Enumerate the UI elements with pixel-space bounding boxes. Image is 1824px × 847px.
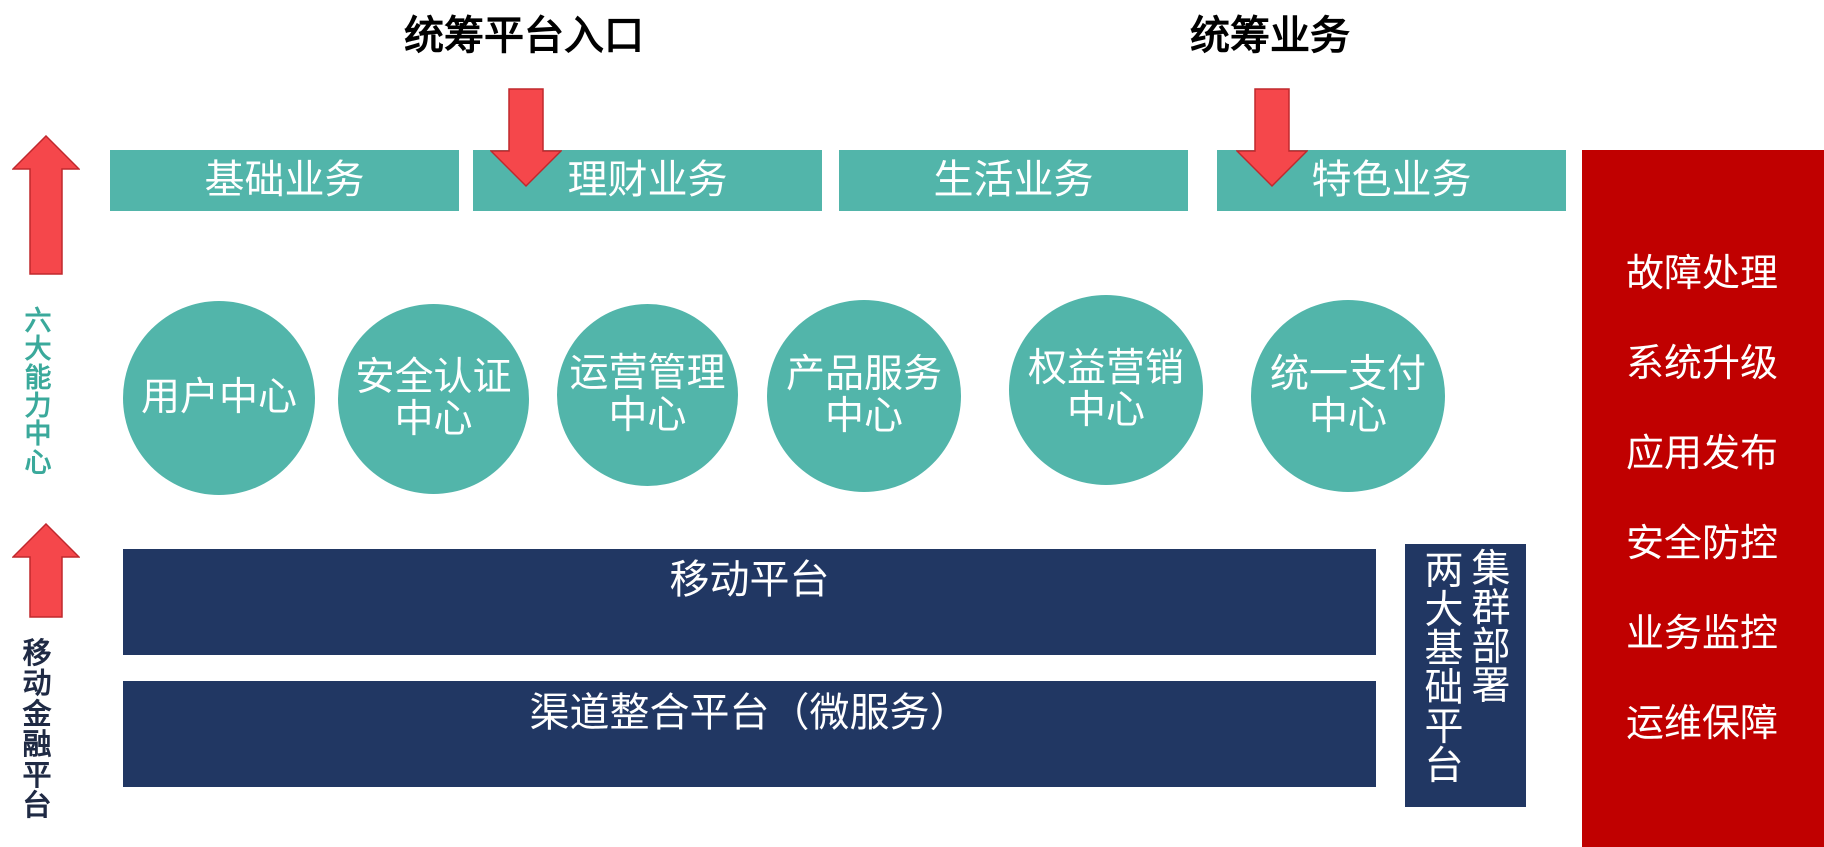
cluster-deploy-text: 集 群 部 署	[1467, 550, 1515, 706]
circle-label: 中心	[608, 393, 687, 438]
platform-label: 移动平台	[669, 557, 830, 603]
ops-item: 应用发布	[1625, 431, 1778, 475]
label-char: 平	[1424, 705, 1464, 750]
ops-item: 安全防控	[1625, 521, 1778, 565]
label-char: 融	[22, 727, 52, 762]
circle-label: 中心	[394, 397, 473, 442]
circle-security-auth-center: 安全认证 中心	[338, 304, 529, 494]
label-char: 基	[1424, 627, 1464, 672]
label-char: 台	[22, 788, 52, 823]
operations-panel: 故障处理 系统升级 应用发布 安全防控 业务监控 运维保障	[1582, 150, 1824, 847]
entry-title: 统筹平台入口	[404, 13, 644, 59]
label-char: 六	[24, 306, 52, 337]
label-char: 两	[1424, 549, 1464, 594]
two-base-platforms-text: 两 大 基 础 平 台	[1420, 552, 1468, 786]
ops-item: 运维保障	[1625, 701, 1778, 745]
channel-integration-platform-bar: 渠道整合平台（微服务）	[123, 681, 1376, 787]
mobile-finance-platform-label: 移 动 金 融 平 台	[16, 638, 58, 821]
circle-rights-marketing-center: 权益营销 中心	[1009, 295, 1203, 485]
label-char: 署	[1471, 664, 1511, 709]
up-arrow-icon	[12, 523, 80, 618]
six-capability-centers-label: 六 大 能 力 中 心	[18, 306, 58, 479]
label-char: 力	[24, 391, 52, 423]
ops-item: 故障处理	[1625, 251, 1778, 295]
platform-label: 渠道整合平台（微服务）	[529, 690, 970, 736]
circle-label: 中心	[1066, 388, 1145, 433]
label-char: 心	[24, 447, 52, 479]
label-char: 金	[22, 696, 52, 731]
circle-user-center: 用户中心	[123, 301, 315, 495]
circle-label: 权益营销	[1027, 345, 1184, 391]
mobile-platform-bar: 移动平台	[123, 549, 1376, 655]
label-char: 能	[24, 362, 52, 394]
circle-label: 统一支付	[1269, 351, 1426, 397]
ops-item: 业务监控	[1625, 611, 1778, 655]
label-char: 台	[1424, 744, 1464, 789]
circle-label: 用户中心	[140, 374, 297, 420]
circle-product-service-center: 产品服务 中心	[767, 300, 961, 492]
bar-life-business: 生活业务	[839, 150, 1188, 211]
label-char: 中	[24, 419, 52, 451]
circle-label: 运营管理	[569, 350, 726, 396]
label-char: 群	[1471, 586, 1511, 631]
label-char: 大	[24, 334, 52, 366]
circle-label: 中心	[1308, 394, 1387, 439]
circle-label: 中心	[824, 394, 903, 439]
bar-basic-business: 基础业务	[110, 150, 459, 211]
cluster-deployment-box: 集 群 部 署 两 大 基 础 平 台	[1405, 544, 1526, 807]
label-char: 集	[1471, 547, 1511, 592]
label-char: 础	[1424, 666, 1464, 711]
label-char: 平	[22, 757, 52, 792]
circle-operations-center: 运营管理 中心	[557, 304, 738, 486]
circle-label: 产品服务	[785, 351, 942, 397]
down-arrow-icon	[490, 88, 562, 188]
business-title: 统筹业务	[1190, 13, 1350, 59]
down-arrow-icon	[1236, 88, 1308, 188]
ops-item: 系统升级	[1625, 341, 1778, 385]
circle-unified-payment-center: 统一支付 中心	[1251, 300, 1445, 492]
label-char: 部	[1471, 625, 1511, 670]
label-char: 大	[1424, 588, 1464, 633]
up-arrow-icon	[12, 135, 80, 275]
label-char: 移	[22, 636, 52, 670]
label-char: 动	[22, 666, 52, 701]
circle-label: 安全认证	[355, 354, 512, 400]
